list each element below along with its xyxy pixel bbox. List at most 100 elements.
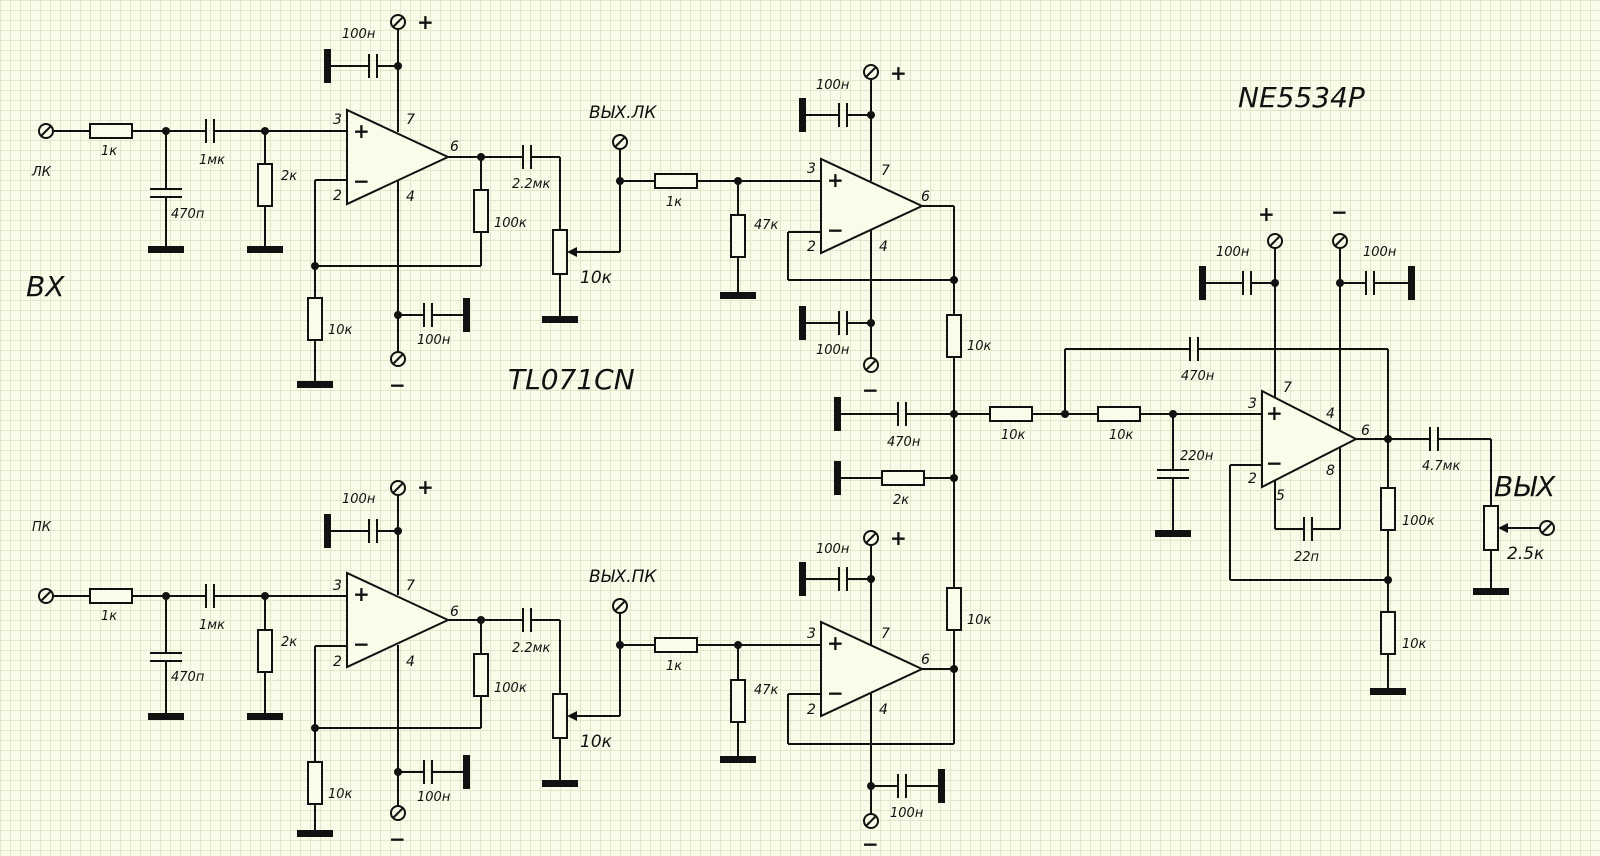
ground-icon [542,780,578,787]
opamp-ne5534 [1261,389,1359,489]
pin-3: 3 [807,626,816,642]
supply-plus-label: + [1258,202,1275,226]
resistor-1k [654,637,698,653]
left-channel-label: ЛК [31,165,52,180]
ground-icon [148,246,184,253]
label-100n: 100н [1216,245,1250,260]
label-47k: 47к [754,218,779,233]
pin-6: 6 [921,189,930,205]
ground-icon [1199,266,1206,300]
ground-icon [324,49,331,83]
label-220n: 220н [1180,449,1214,464]
potentiometer-10k[interactable] [552,693,568,739]
resistor-10k [307,761,323,805]
tl071-title: TL071CN [508,363,635,396]
ground-icon [1370,688,1406,695]
label-10k: 10к [1109,428,1134,443]
label-10k: 10к [967,339,992,354]
opamp-tl071-left-2 [820,157,925,255]
label-pot-10k: 10к [580,268,613,288]
ground-icon [148,713,184,720]
supply-plus-label: + [417,10,434,34]
label-2-2mk: 2.2мк [512,641,550,656]
label-1k: 1к [101,609,117,624]
label-100n: 100н [342,492,376,507]
minus-sign: − [353,632,370,656]
pin-2: 2 [1248,471,1257,487]
label-100n: 100н [816,78,850,93]
ground-icon [463,755,470,789]
label-100n: 100н [890,806,924,821]
resistor-10k [1097,406,1141,422]
input-label: ВХ [26,270,65,303]
pin-3: 3 [333,578,342,594]
label-100k: 100к [494,681,527,696]
label-470n: 470н [1181,369,1215,384]
supply-minus-label: − [389,827,406,851]
pin-4: 4 [406,654,415,670]
pin-4: 4 [879,702,888,718]
opamp-tl071-right-1 [346,571,451,669]
plus-sign: + [353,582,370,606]
pin-6: 6 [921,652,930,668]
resistor-1k [89,588,133,604]
supply-minus-label: − [862,378,879,402]
resistor-100k [473,653,489,697]
label-100n: 100н [816,343,850,358]
pin-7: 7 [881,626,890,642]
resistor-10k [1380,611,1396,655]
resistor-10k [307,297,323,341]
label-100n: 100н [816,542,850,557]
plus-sign: + [827,631,844,655]
plus-sign: + [827,168,844,192]
summing-node: 10к 10к 470н 2к 10к 10к 22 [834,314,1388,669]
potentiometer-2-5k[interactable] [1483,505,1499,551]
label-100n: 100н [1363,245,1397,260]
pin-4: 4 [406,189,415,205]
resistor-10k [989,406,1033,422]
label-2k: 2к [281,635,297,650]
ground-icon [834,397,841,431]
pin-2: 2 [333,188,342,204]
pin-2: 2 [807,702,816,718]
label-2-2mk: 2.2мк [512,177,550,192]
label-1mk: 1мк [199,153,225,168]
resistor-10k [946,314,962,358]
pin-7: 7 [406,578,415,594]
pin-6: 6 [450,604,459,620]
resistor-10k [946,587,962,631]
supply-minus-label: − [862,832,879,856]
plus-sign: + [353,119,370,143]
ne5534-title: NE5534P [1238,81,1365,114]
ground-icon [324,514,331,548]
ground-icon [463,298,470,332]
pin-3: 3 [333,112,342,128]
label-10k: 10к [967,613,992,628]
pin-7: 7 [1283,380,1292,396]
ground-icon [542,316,578,323]
resistor-100k [1380,487,1396,531]
pin-3: 3 [1248,396,1257,412]
out-right-label: ВЫХ.ПК [589,567,657,587]
label-10k: 10к [1402,637,1427,652]
right-channel-stage: ПК 1к 470п 1мк 2к + − 3 2 7 4 6 + [32,475,958,856]
label-47k: 47к [754,683,779,698]
ground-icon [720,292,756,299]
ground-icon [247,713,283,720]
supply-plus-label: + [890,526,907,550]
ground-icon [938,769,945,803]
label-470p: 470п [171,207,205,222]
label-1mk: 1мк [199,618,225,633]
pin-5: 5 [1276,488,1285,504]
label-100n: 100н [342,27,376,42]
plus-sign: + [1266,401,1283,425]
label-10k: 10к [328,787,353,802]
minus-sign: − [353,169,370,193]
right-channel-label: ПК [32,520,52,535]
left-channel-stage: ЛК 1к 470п 1мк 2к + − 3 2 7 4 6 [31,10,958,402]
pin-4: 4 [879,239,888,255]
supply-minus-label: − [389,373,406,397]
ground-icon [297,830,333,837]
out-left-label: ВЫХ.ЛК [589,103,657,123]
potentiometer-10k[interactable] [552,229,568,275]
